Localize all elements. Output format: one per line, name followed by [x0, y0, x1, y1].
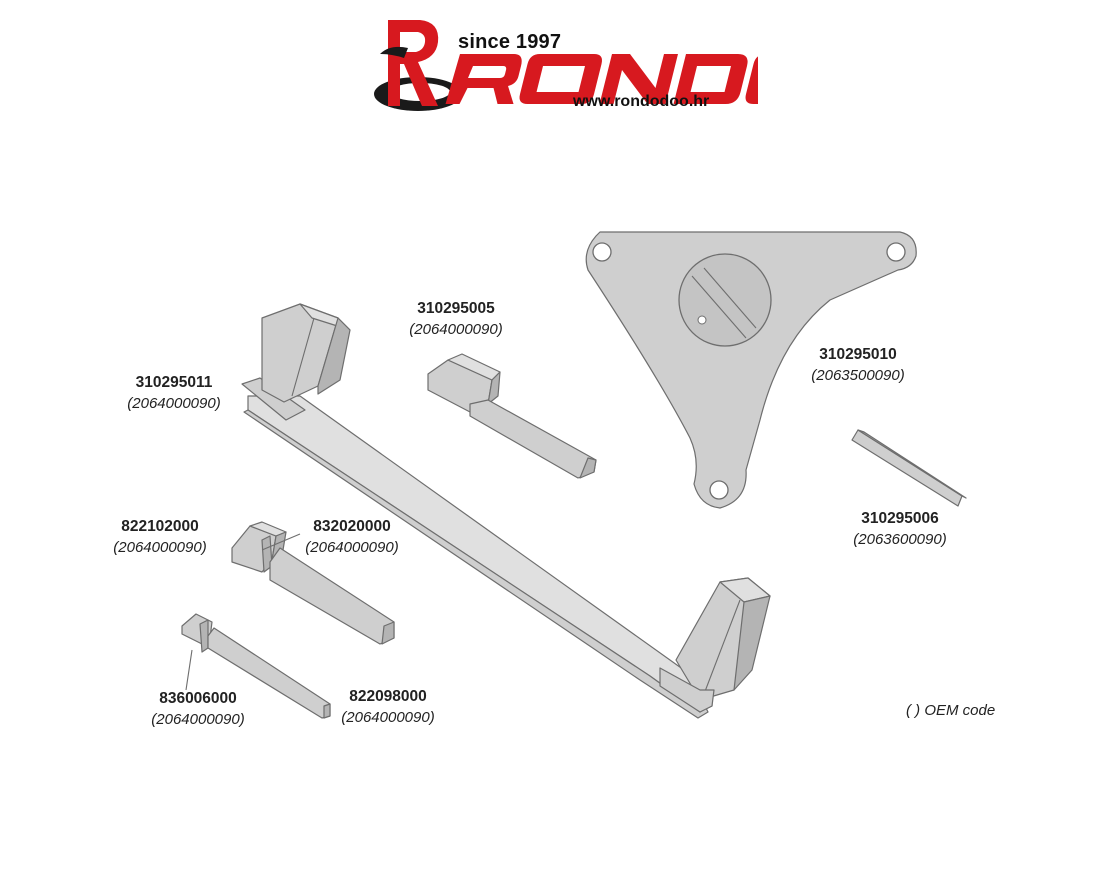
- oem-code: (2064000090): [113, 539, 207, 556]
- oem-code-legend: ( ) OEM code: [906, 702, 996, 719]
- part-code: 310295011: [135, 374, 213, 391]
- oem-code: (2063600090): [853, 531, 947, 548]
- part-label: 836006000 (2064000090): [134, 688, 262, 730]
- rondo-wordmark: [445, 54, 758, 104]
- part-code: 310295010: [819, 346, 897, 363]
- flywheel-locking-plate-drawing: [585, 231, 917, 509]
- part-code: 836006000: [159, 690, 237, 707]
- part-label: 822098000 (2064000090): [324, 686, 452, 728]
- logo-url-text: www.rondodoo.hr: [573, 93, 710, 110]
- part-code: 822098000: [349, 688, 427, 705]
- part-code: 822102000: [121, 518, 199, 535]
- oem-code: (2064000090): [341, 709, 435, 726]
- logo-since-text: since 1997: [458, 31, 562, 53]
- oem-code: (2063500090): [811, 367, 905, 384]
- swirl-r-mark-icon: [374, 20, 462, 111]
- part-label: 310295011 (2064000090): [110, 372, 238, 414]
- part-code: 310295005: [417, 300, 495, 317]
- rondo-logo: [374, 20, 758, 111]
- part-label: 310295005 (2064000090): [392, 298, 520, 340]
- part-code: 310295006: [861, 510, 939, 527]
- crank-locking-bar-drawing: [241, 303, 771, 719]
- part-label: 310295010 (2063500090): [794, 344, 922, 386]
- rod-drawing: [851, 429, 967, 507]
- oem-code: (2064000090): [305, 539, 399, 556]
- leader-line: [261, 533, 301, 551]
- cam-pin-drawing: [427, 353, 597, 479]
- part-label: 822102000 (2064000090): [96, 516, 224, 558]
- part-label: 310295006 (2063600090): [836, 508, 964, 550]
- part-code: 832020000: [313, 518, 391, 535]
- small-bolt-drawing: [181, 613, 331, 719]
- oem-code: (2064000090): [127, 395, 221, 412]
- large-bolt-drawing: [231, 521, 395, 645]
- oem-code: (2064000090): [151, 711, 245, 728]
- part-label: 832020000 (2064000090): [288, 516, 416, 558]
- leader-line: [185, 649, 193, 691]
- oem-code: (2064000090): [409, 321, 503, 338]
